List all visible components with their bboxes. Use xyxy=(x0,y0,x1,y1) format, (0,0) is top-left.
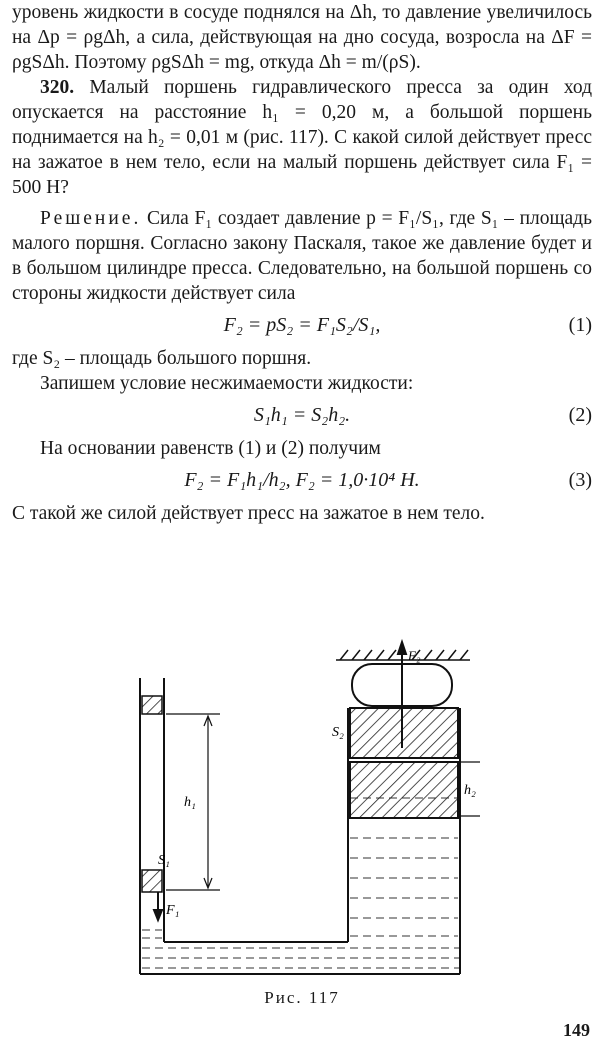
problem-text: Малый поршень гидравлического пресса за … xyxy=(12,77,592,198)
s1-label: S₁ xyxy=(158,853,170,868)
page-text: уровень жидкости в сосуде поднялся на Δh… xyxy=(12,0,592,526)
problem-320: 320. Малый поршень гидравлического пресс… xyxy=(12,75,592,200)
small-piston-initial xyxy=(141,695,163,715)
equation-1: F₂ = pS₂ = F₁S₂/S₁, (1) xyxy=(12,306,592,346)
figure-caption: Рис. 117 xyxy=(264,988,340,1007)
h1-label: h₁ xyxy=(184,795,196,810)
paragraph-prev: уровень жидкости в сосуде поднялся на Δh… xyxy=(12,2,592,73)
problem-number: 320. xyxy=(40,77,75,98)
equation-3: F₂ = F₁h₁/h₂, F₂ = 1,0·10⁴ Н. (3) xyxy=(12,461,592,501)
h2-dimension xyxy=(460,761,480,817)
large-piston-raised xyxy=(349,761,459,819)
equation-1-number: (1) xyxy=(568,314,592,336)
based-on-equalities: На основании равенств (1) и (2) получим xyxy=(40,438,381,459)
large-piston xyxy=(349,707,459,759)
s2-label: S₂ xyxy=(332,725,344,740)
solution-label: Решение. xyxy=(40,208,142,229)
h2-label: h₂ xyxy=(464,783,476,798)
page-number: 149 xyxy=(563,1020,590,1040)
after-equation-1: где S₂ – площадь большого поршня. xyxy=(12,348,312,369)
hydraulic-press-figure: h₁ S₁ F₁ F₂ S₂ h₂ xyxy=(139,638,480,975)
equation-2: S₁h₁ = S₂h₂. (2) xyxy=(12,396,592,436)
f2-label: F₂ xyxy=(407,648,421,663)
equation-2-number: (2) xyxy=(568,404,592,426)
equation-2-text: S₁h₁ = S₂h₂. xyxy=(253,404,351,426)
solution-paragraph: Решение. Сила F₁ создает давление p = F₁… xyxy=(12,206,592,306)
f1-arrow xyxy=(152,892,164,923)
incompressibility-intro: Запишем условие несжимаемости жидкости: xyxy=(40,373,414,394)
equation-3-text: F₂ = F₁h₁/h₂, F₂ = 1,0·10⁴ Н. xyxy=(184,469,420,491)
small-piston xyxy=(141,869,163,893)
f1-label: F₁ xyxy=(165,903,179,918)
solution-text: Сила F₁ создает давление p = F₁/S₁, где … xyxy=(12,208,592,304)
conclusion: С такой же силой действует пресс на зажа… xyxy=(12,503,485,524)
h1-dimension xyxy=(166,713,220,891)
equation-1-text: F₂ = pS₂ = F₁S₂/S₁, xyxy=(223,314,381,336)
vessel xyxy=(139,678,461,975)
equation-3-number: (3) xyxy=(568,469,592,491)
f2-arrow xyxy=(396,638,408,748)
